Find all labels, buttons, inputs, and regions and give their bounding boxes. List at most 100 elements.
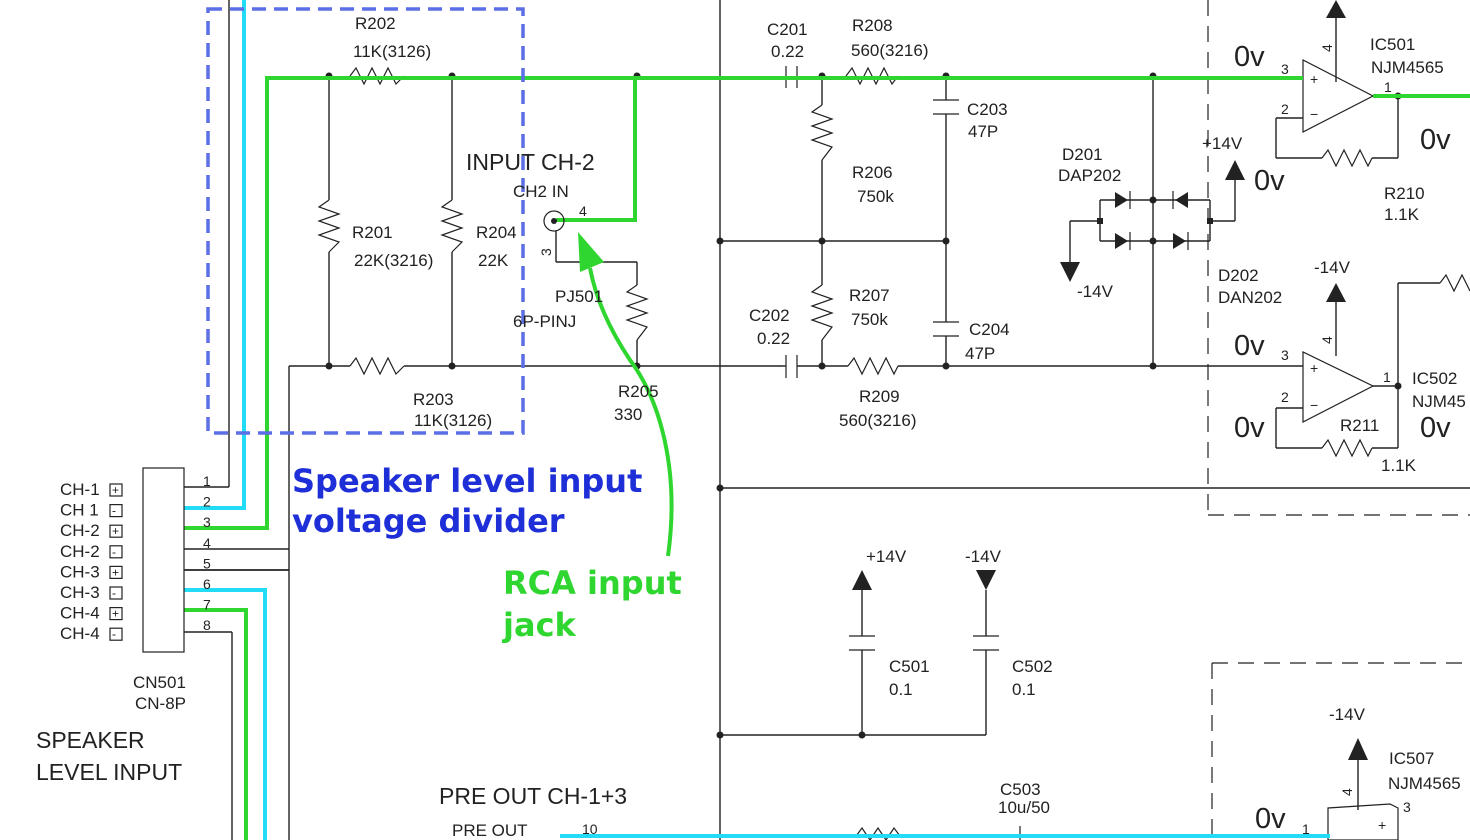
- cn501-channel-label: CH-2: [60, 542, 100, 561]
- divider-annotation-line1: Speaker level input: [292, 462, 642, 500]
- c502-ref: C502: [1012, 657, 1053, 676]
- cn501-pin-number: 6: [203, 576, 211, 592]
- r210-ref: R210: [1384, 184, 1425, 203]
- cn501-polarity-box: [109, 483, 123, 497]
- c202-ref: C202: [749, 306, 790, 325]
- divider-highlight-box: [206, 7, 525, 435]
- d202-value: DAN202: [1218, 288, 1282, 307]
- annotations: Speaker level input voltage divider RCA …: [292, 462, 682, 644]
- ic507-ref: IC507: [1389, 749, 1434, 768]
- ic502-supply-minus: -14V: [1314, 258, 1351, 277]
- r204-ref: R204: [476, 223, 517, 242]
- ic502-value: NJM45: [1412, 392, 1466, 411]
- c502-value: 0.1: [1012, 680, 1036, 699]
- ic501-ref: IC501: [1370, 35, 1415, 54]
- r205-symbol: [625, 284, 649, 341]
- c502-supply-minus: -14V: [965, 547, 1002, 566]
- r203-symbol: [349, 356, 405, 376]
- d201-ref: D201: [1062, 145, 1103, 164]
- ic507-value: NJM4565: [1388, 774, 1461, 793]
- r205-value: 330: [614, 405, 642, 424]
- ic502-minus: −: [1310, 397, 1318, 413]
- r209-ref: R209: [859, 387, 900, 406]
- preout-pin: 10: [582, 821, 598, 837]
- junction-dots: [325, 72, 1402, 739]
- cn501-polarity-sign: +: [112, 524, 119, 538]
- ic507-in-voltage: 0v: [1255, 803, 1286, 835]
- r203-value: 11K(3126): [414, 411, 492, 430]
- ic501-triangle: [1302, 59, 1375, 133]
- d201-node-voltage: 0v: [1254, 165, 1285, 197]
- r201-value: 22K(3216): [354, 251, 433, 270]
- ic507-pin3: 3: [1403, 799, 1411, 815]
- ic507-plus: +: [1378, 817, 1386, 833]
- ic501-pin2: 2: [1281, 101, 1289, 117]
- c204-value: 47P: [965, 344, 995, 363]
- rca-annotation-line2: jack: [501, 606, 577, 644]
- ic501-plus: +: [1310, 71, 1318, 87]
- cn501-polarity-box: [109, 627, 123, 641]
- r202-value: 11K(3126): [353, 42, 431, 61]
- cn501-pin-number: 5: [203, 555, 211, 571]
- jack-pin-name: CH2 IN: [513, 182, 569, 201]
- connector-cn501: CH-1+1CH 1-2CH-2+3CH-2-4CH-3+5CH-3-6CH-4…: [60, 467, 211, 653]
- capacitor-symbols: [783, 66, 1021, 840]
- c201-value: 0.22: [771, 42, 804, 61]
- ic507-triangle: [1327, 803, 1399, 840]
- r203-ref: R203: [413, 390, 454, 409]
- r206-value: 750k: [857, 187, 894, 206]
- ic501-out-voltage: 0v: [1420, 124, 1451, 156]
- cn501-polarity-box: [109, 586, 123, 600]
- ic502-plus: +: [1310, 360, 1318, 376]
- diode-symbols: [1097, 191, 1213, 250]
- c201-ref: C201: [767, 20, 808, 39]
- cn501-channel-label: CH 1: [60, 501, 99, 520]
- c202-value: 0.22: [757, 329, 790, 348]
- cn501-channel-label: CH-4: [60, 604, 100, 623]
- r206-symbol: [810, 104, 834, 161]
- ic501-minus: −: [1310, 106, 1318, 122]
- c503-value: 10u/50: [998, 798, 1050, 817]
- rca-annotation-line1: RCA input: [503, 564, 682, 602]
- cn501-polarity-box: [109, 524, 123, 538]
- cn501-channel-label: CH-3: [60, 583, 100, 602]
- d202-ref: D202: [1218, 266, 1259, 285]
- divider-annotation-line2: voltage divider: [292, 502, 565, 540]
- d201-value: DAP202: [1058, 166, 1121, 185]
- green-wire-jack: [556, 78, 637, 222]
- r201-ref: R201: [352, 223, 393, 242]
- cn501-polarity-box: [109, 565, 123, 580]
- r207-symbol: [810, 284, 834, 341]
- cn501-polarity-sign: -: [112, 586, 116, 600]
- green-wire-ch4: [184, 608, 248, 840]
- ic502-pin2: 2: [1281, 389, 1289, 405]
- power-arrows: [852, 0, 1368, 760]
- r211-value: 1.1K: [1381, 456, 1417, 475]
- ic507-pin-mark: 1: [1302, 821, 1310, 837]
- r208-value: 560(3216): [851, 41, 929, 60]
- resistor-symbols: [317, 66, 1470, 840]
- cn501-polarity-box: [109, 606, 123, 621]
- cn501-value: CN-8P: [135, 694, 186, 713]
- green-wire-ch2: [184, 76, 637, 530]
- cn501-polarity-box: [109, 504, 123, 518]
- wiring: [184, 0, 1470, 840]
- rca-jack-symbol: [543, 210, 565, 232]
- jack-section-title: INPUT CH-2: [466, 149, 595, 175]
- r204-value: 22K: [478, 251, 509, 270]
- jack-value: 6P-PINJ: [513, 312, 576, 331]
- cn501-pin-number: 1: [203, 473, 211, 489]
- c501-value: 0.1: [889, 680, 913, 699]
- speaker-input-title-line1: SPEAKER: [36, 727, 145, 753]
- ic507-supply-minus: -14V: [1329, 705, 1366, 724]
- cn501-polarity-box: [109, 545, 123, 559]
- r211-symbol: [1321, 438, 1373, 458]
- ic501-pin3: 3: [1281, 61, 1289, 77]
- r207-ref: R207: [849, 286, 890, 305]
- ic502-in-voltage: 0v: [1234, 330, 1265, 362]
- cn501-channel-label: CH-1: [60, 480, 100, 499]
- ic502-fb-voltage: 0v: [1234, 412, 1265, 444]
- r210-symbol: [1321, 148, 1373, 168]
- ic501-pin4: 4: [1319, 44, 1335, 52]
- preout-label: PRE OUT: [452, 821, 528, 840]
